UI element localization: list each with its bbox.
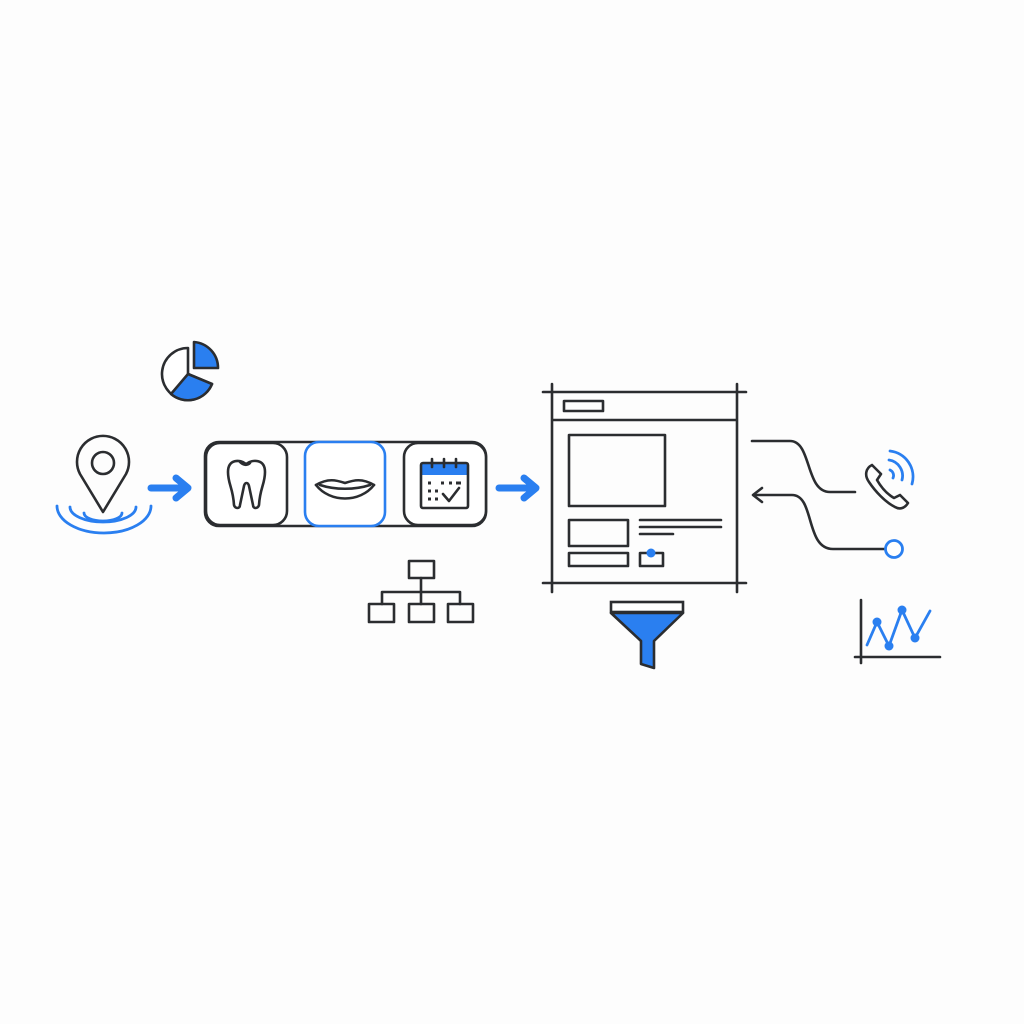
lips-icon[interactable] <box>303 440 387 528</box>
webpage-wireframe <box>541 382 748 594</box>
connector-lines <box>750 439 886 551</box>
calendar-check-icon[interactable] <box>402 441 488 527</box>
arrow-right-icon <box>147 474 192 502</box>
header-placeholder <box>562 399 605 413</box>
connection-node-icon <box>884 539 904 559</box>
image-placeholder <box>567 433 667 508</box>
arrow-right-icon <box>495 474 540 502</box>
funnel-icon <box>609 600 685 670</box>
service-strip <box>203 440 488 528</box>
tooth-icon[interactable] <box>204 441 289 527</box>
location-pin-icon <box>55 434 153 535</box>
sitemap-icon <box>367 559 475 624</box>
line-chart-icon <box>853 598 942 665</box>
pie-chart-icon <box>160 340 220 402</box>
phone-call-icon <box>864 449 915 510</box>
